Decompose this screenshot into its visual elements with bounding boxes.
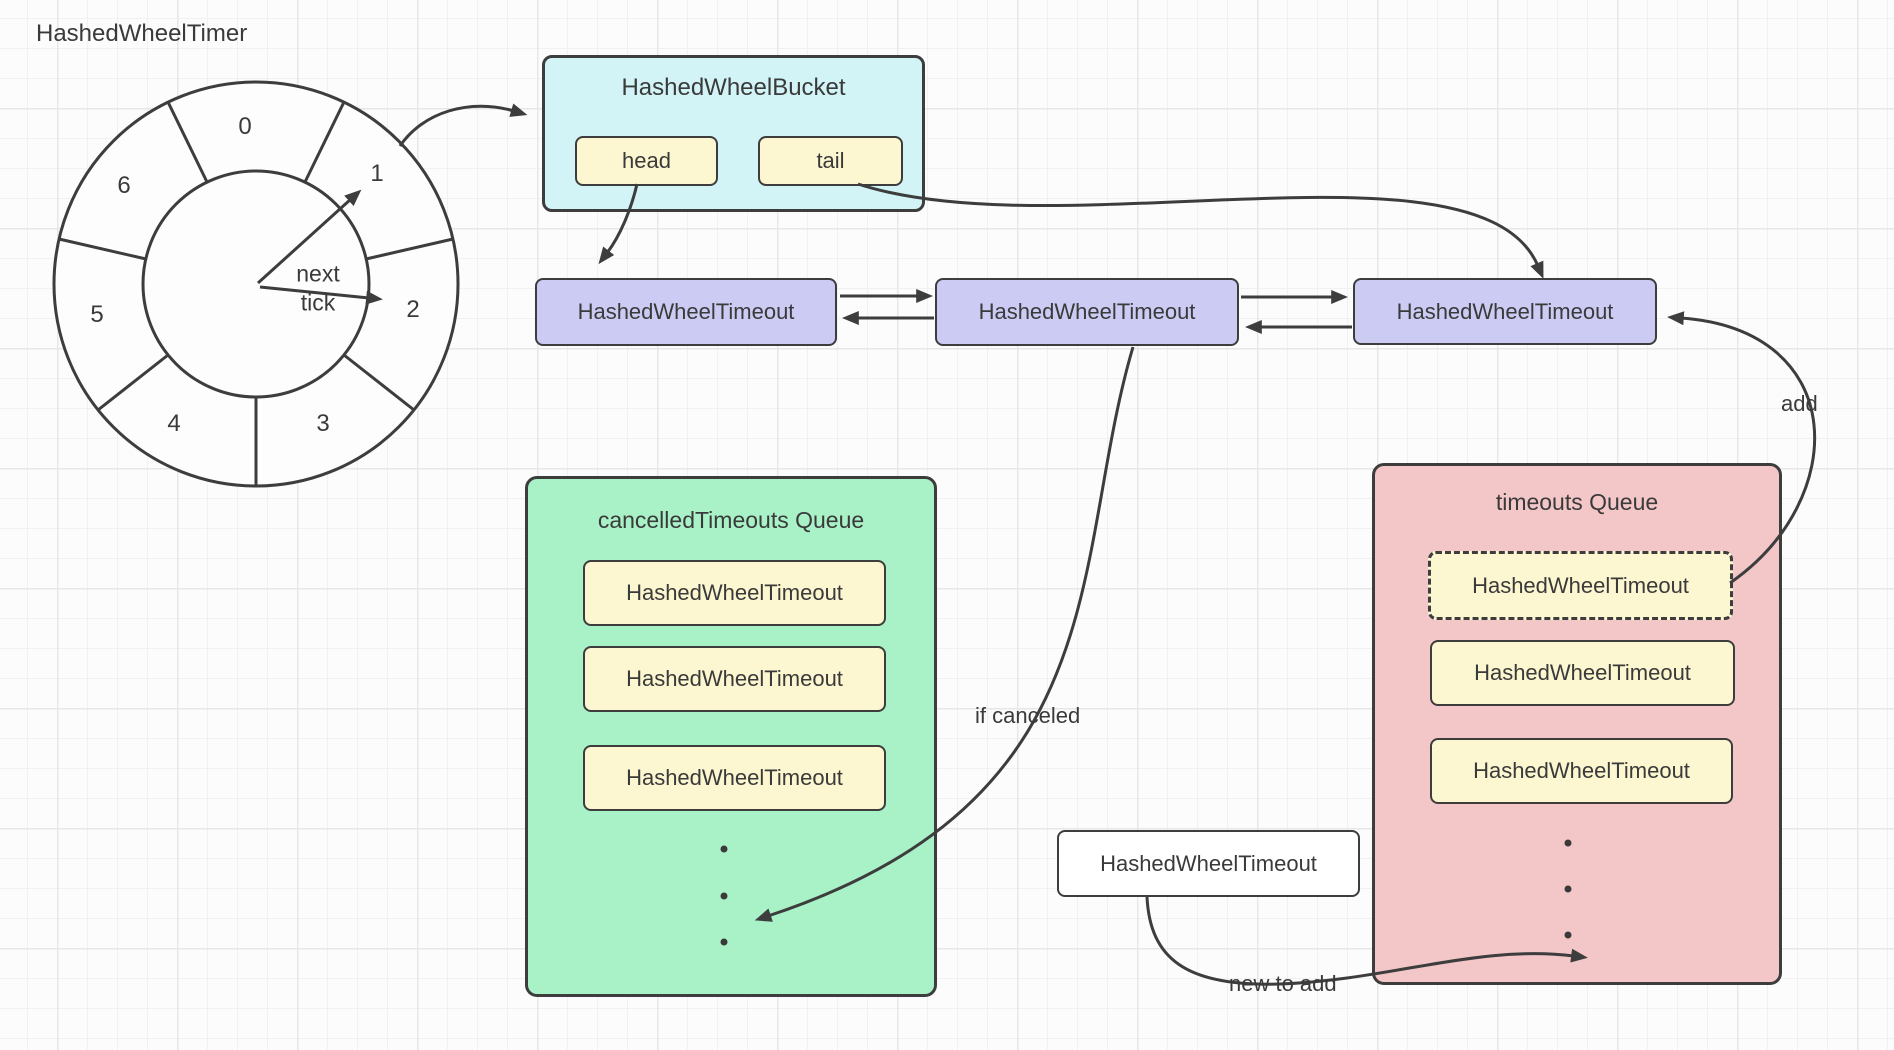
- cancelled-queue-item-2[interactable]: HashedWheelTimeout: [583, 646, 886, 712]
- next-tick-label-line2: tick: [300, 289, 336, 316]
- bucket-tail[interactable]: tail: [758, 136, 903, 186]
- wheel-sector-label-3: 3: [316, 410, 330, 437]
- timeout-node-3[interactable]: HashedWheelTimeout: [1353, 278, 1657, 345]
- next-tick-label-line1: next: [296, 260, 340, 287]
- bucket-title: HashedWheelBucket: [621, 74, 846, 101]
- wheel-sector-label-0: 0: [238, 113, 252, 140]
- pending-timeout-node[interactable]: HashedWheelTimeout: [1057, 830, 1360, 897]
- wheel-sector-label-6: 6: [117, 172, 131, 199]
- cancelled-queue-title: cancelledTimeouts Queue: [597, 507, 865, 533]
- timeouts-queue-item-3[interactable]: HashedWheelTimeout: [1430, 738, 1733, 804]
- timeouts-queue-item-2[interactable]: HashedWheelTimeout: [1430, 640, 1735, 706]
- timeouts-queue-item-1-dashed[interactable]: HashedWheelTimeout: [1428, 551, 1733, 620]
- wheel-sector-label-2: 2: [406, 296, 420, 323]
- diagram-title: HashedWheelTimer: [36, 20, 248, 47]
- hashed-wheel-bucket[interactable]: HashedWheelBucket head tail: [542, 55, 925, 212]
- wheel-sector-label-4: 4: [167, 410, 181, 437]
- timeouts-queue-title: timeouts Queue: [1495, 489, 1659, 515]
- wheel-sector-label-1: 1: [370, 160, 384, 187]
- timeout-node-1[interactable]: HashedWheelTimeout: [535, 278, 837, 346]
- timeouts-queue[interactable]: timeouts Queue HashedWheelTimeout Hashed…: [1372, 463, 1782, 985]
- cancelled-queue-item-3[interactable]: HashedWheelTimeout: [583, 745, 886, 811]
- bucket-head[interactable]: head: [575, 136, 718, 186]
- cancelled-queue-item-1[interactable]: HashedWheelTimeout: [583, 560, 886, 626]
- timeout-node-2[interactable]: HashedWheelTimeout: [935, 278, 1239, 346]
- wheel-sector-label-5: 5: [90, 301, 104, 328]
- cancelled-timeouts-queue[interactable]: cancelledTimeouts Queue HashedWheelTimeo…: [525, 476, 937, 997]
